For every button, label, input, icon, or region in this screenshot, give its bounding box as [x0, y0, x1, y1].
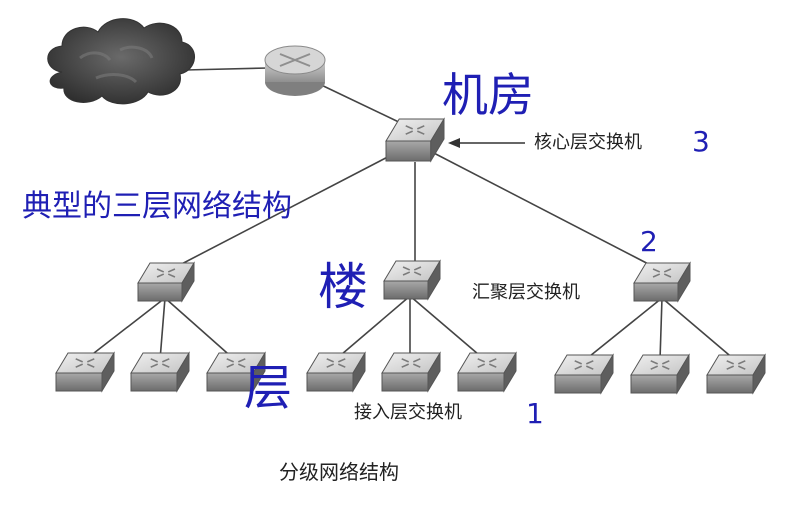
agg-switch-left-icon	[137, 261, 195, 303]
link-agg-left-access-3	[164, 297, 236, 361]
access-switch-label: 接入层交换机	[354, 402, 462, 423]
link-agg-mid-access-1	[334, 295, 411, 361]
typical-structure-title: 典型的三层网络结构	[22, 189, 292, 224]
link-core-agg-right	[427, 149, 661, 271]
link-agg-left-access-1	[84, 297, 166, 361]
link-agg-right-access-2	[659, 297, 663, 361]
link-agg-mid-access-3	[409, 295, 486, 361]
agg-switch-right-icon	[633, 261, 691, 303]
router-icon	[264, 45, 326, 96]
core-pointer-arrow	[448, 138, 525, 148]
access-switch-6-icon	[457, 351, 517, 393]
core-switch-icon	[385, 117, 445, 163]
building-label: 楼	[318, 258, 368, 316]
switch-layer	[55, 117, 766, 395]
aggregation-number-label: 2	[640, 225, 658, 258]
link-agg-right-access-3	[661, 297, 736, 361]
access-switch-3-icon	[206, 351, 266, 393]
access-switch-2-icon	[130, 351, 190, 393]
aggregation-switch-label: 汇聚层交换机	[472, 282, 580, 303]
core-switch-label: 核心层交换机	[534, 132, 642, 153]
link-agg-left-access-2	[159, 297, 166, 361]
access-switch-4-icon	[306, 351, 366, 393]
access-number-label: 1	[526, 397, 544, 430]
link-core-agg-left	[169, 147, 406, 271]
core-number-label: 3	[692, 125, 710, 158]
floor-label: 层	[244, 360, 293, 416]
access-switch-9-icon	[706, 353, 766, 395]
link-agg-right-access-1	[584, 297, 663, 361]
diagram-caption: 分级网络结构	[279, 460, 399, 484]
access-switch-5-icon	[381, 351, 441, 393]
agg-switch-mid-icon	[383, 259, 441, 301]
access-switch-8-icon	[630, 353, 690, 395]
cloud-icon	[47, 18, 195, 105]
access-switch-7-icon	[554, 353, 614, 395]
machine-room-label: 机房	[442, 68, 534, 122]
link-router-core	[314, 81, 406, 126]
access-switch-1-icon	[55, 351, 115, 393]
link-cloud-router	[184, 67, 269, 71]
links	[84, 67, 736, 361]
